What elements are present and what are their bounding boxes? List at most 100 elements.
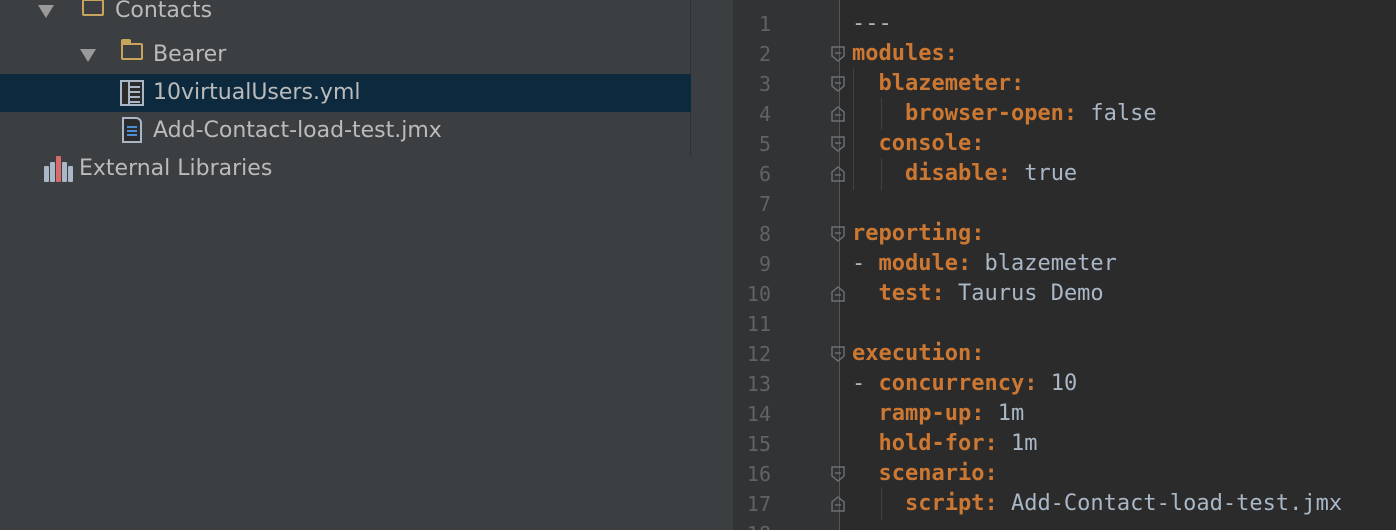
jmx-file-icon bbox=[122, 117, 142, 143]
tree-item-10virtualusers-yml[interactable]: 10virtualUsers.yml bbox=[0, 74, 691, 112]
code-text: modules: bbox=[852, 39, 958, 69]
yaml-key: blazemeter: bbox=[878, 71, 1025, 96]
code-text: ramp-up: 1m bbox=[852, 399, 1025, 429]
code-line[interactable]: 13 - concurrency: 10 bbox=[733, 369, 1396, 399]
line-number: 2 bbox=[758, 42, 771, 66]
code-line[interactable]: 4 browser-open: false bbox=[733, 99, 1396, 129]
code-line[interactable]: 2 modules: bbox=[733, 39, 1396, 69]
tree-item-add-contact-jmx[interactable]: Add-Contact-load-test.jmx bbox=[0, 112, 691, 150]
line-number: 13 bbox=[746, 372, 771, 396]
tree-item-label: 10virtualUsers.yml bbox=[153, 80, 361, 105]
tree-item-label: Add-Contact-load-test.jmx bbox=[153, 118, 442, 143]
fold-end-icon[interactable] bbox=[831, 286, 845, 302]
line-number: 10 bbox=[746, 282, 771, 306]
code-text: scenario: bbox=[852, 459, 998, 489]
line-number: 14 bbox=[746, 402, 771, 426]
code-line[interactable]: 18 bbox=[733, 519, 1396, 530]
yaml-value: blazemeter bbox=[971, 251, 1117, 276]
fold-start-icon[interactable] bbox=[831, 136, 845, 152]
fold-start-icon[interactable] bbox=[831, 46, 845, 62]
fold-start-icon[interactable] bbox=[831, 76, 845, 92]
indent-guide bbox=[881, 158, 882, 190]
yaml-value: Add-Contact-load-test.jmx bbox=[997, 491, 1343, 516]
tree-item-label: External Libraries bbox=[79, 156, 273, 181]
code-text: browser-open: false bbox=[852, 99, 1157, 129]
indent-guide bbox=[853, 68, 854, 190]
code-text: - concurrency: 10 bbox=[852, 369, 1077, 399]
yaml-key: ramp-up: bbox=[878, 401, 985, 426]
line-number: 12 bbox=[746, 342, 771, 366]
yaml-value: true bbox=[1010, 161, 1078, 186]
expand-arrow-icon[interactable] bbox=[80, 49, 96, 62]
line-number: 3 bbox=[758, 72, 771, 96]
fold-end-icon[interactable] bbox=[831, 496, 845, 512]
code-line[interactable]: 12 execution: bbox=[733, 339, 1396, 369]
code-line[interactable]: 3 blazemeter: bbox=[733, 69, 1396, 99]
tree-item-label: Contacts bbox=[115, 0, 213, 23]
line-number: 7 bbox=[758, 192, 771, 216]
line-number: 6 bbox=[758, 162, 771, 186]
list-dash: - bbox=[852, 371, 879, 396]
yaml-value: false bbox=[1077, 101, 1157, 126]
line-number: 11 bbox=[746, 312, 771, 336]
expand-arrow-icon[interactable] bbox=[38, 5, 54, 18]
code-line[interactable]: 1--- bbox=[733, 9, 1396, 39]
code-text: test: Taurus Demo bbox=[852, 279, 1104, 309]
line-number: 5 bbox=[758, 132, 771, 156]
line-number: 18 bbox=[733, 519, 771, 530]
code-line[interactable]: 10 test: Taurus Demo bbox=[733, 279, 1396, 309]
code-text: reporting: bbox=[852, 219, 984, 249]
tree-item-contacts[interactable]: Contacts bbox=[0, 0, 691, 30]
tree-item-bearer[interactable]: Bearer bbox=[0, 36, 691, 74]
indent-guide bbox=[881, 488, 882, 520]
gutter-divider bbox=[839, 0, 840, 530]
yaml-key: module: bbox=[878, 251, 972, 276]
line-number: 4 bbox=[758, 102, 771, 126]
code-line[interactable]: 16 scenario: bbox=[733, 459, 1396, 489]
yaml-key: test: bbox=[878, 281, 945, 306]
yaml-value: 1m bbox=[984, 401, 1025, 426]
code-line[interactable]: 9 - module: blazemeter bbox=[733, 249, 1396, 279]
tree-item-label: Bearer bbox=[153, 42, 227, 67]
yaml-key: concurrency: bbox=[878, 371, 1038, 396]
list-dash: - bbox=[852, 251, 879, 276]
line-number-gutter bbox=[733, 0, 839, 530]
line-number: 15 bbox=[746, 432, 771, 456]
code-line[interactable]: 17 script: Add-Contact-load-test.jmx bbox=[733, 489, 1396, 519]
code-text: disable: true bbox=[852, 159, 1077, 189]
fold-end-icon[interactable] bbox=[831, 106, 845, 122]
yaml-key: reporting: bbox=[852, 221, 985, 246]
code-text: script: Add-Contact-load-test.jmx bbox=[852, 489, 1342, 519]
code-line[interactable]: 15 hold-for: 1m bbox=[733, 429, 1396, 459]
yaml-key: script: bbox=[904, 491, 998, 516]
line-number: 9 bbox=[758, 252, 771, 276]
yaml-key: disable: bbox=[904, 161, 1011, 186]
code-line[interactable]: 5 console: bbox=[733, 129, 1396, 159]
code-text: blazemeter: bbox=[852, 69, 1025, 99]
fold-end-icon[interactable] bbox=[831, 166, 845, 182]
code-line[interactable]: 8 reporting: bbox=[733, 219, 1396, 249]
code-text: hold-for: 1m bbox=[852, 429, 1038, 459]
code-text: execution: bbox=[852, 339, 984, 369]
folder-icon bbox=[82, 0, 104, 16]
tree-item-external-libraries[interactable]: External Libraries bbox=[0, 150, 691, 188]
code-line[interactable]: 11 bbox=[733, 309, 1396, 339]
yml-file-icon bbox=[120, 80, 144, 106]
fold-start-icon[interactable] bbox=[831, 346, 845, 362]
fold-start-icon[interactable] bbox=[831, 466, 845, 482]
fold-start-icon[interactable] bbox=[831, 226, 845, 242]
code-line[interactable]: 14 ramp-up: 1m bbox=[733, 399, 1396, 429]
line-number: 17 bbox=[746, 492, 771, 516]
yaml-key: modules: bbox=[852, 41, 958, 66]
library-icon bbox=[44, 156, 74, 182]
code-text: console: bbox=[852, 129, 985, 159]
yaml-value: --- bbox=[852, 11, 892, 36]
line-number: 8 bbox=[758, 222, 771, 246]
yaml-key: execution: bbox=[852, 341, 985, 366]
code-line[interactable]: 7 bbox=[733, 189, 1396, 219]
yaml-value: 1m bbox=[997, 431, 1038, 456]
yaml-key: browser-open: bbox=[904, 101, 1078, 126]
yaml-key: scenario: bbox=[878, 461, 998, 486]
code-line[interactable]: 6 disable: true bbox=[733, 159, 1396, 189]
